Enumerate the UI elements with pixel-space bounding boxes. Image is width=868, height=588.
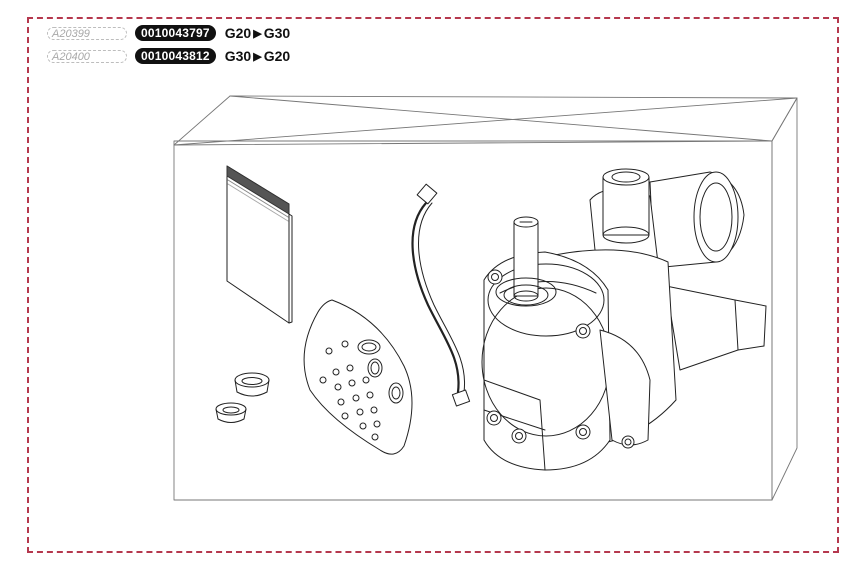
kit-row-2: A20400 0010043812 G30 ▶ G20 [47,48,290,64]
instruction-booklet-icon [226,165,293,324]
gas-valve-icon [481,168,767,471]
right-arrow-icon: ▶ [253,50,262,63]
right-arrow-icon: ▶ [253,27,262,40]
kit-ref-label: A20400 [47,49,127,63]
to-gas: G20 [263,48,291,64]
part-number-badge: 0010043812 [135,48,216,64]
kit-frame [27,17,839,553]
to-gas: G30 [263,25,291,41]
box-outline-icon [173,95,798,501]
gas-conversion: G30 ▶ G20 [225,48,290,64]
part-number-badge: 0010043797 [135,25,216,41]
washer-icon [215,402,247,423]
gas-conversion: G20 ▶ G30 [225,25,290,41]
from-gas: G30 [224,48,252,64]
kit-row-1: A20399 0010043797 G20 ▶ G30 [47,25,290,41]
screw-pack-icon [303,299,413,455]
from-gas: G20 [224,25,252,41]
washer-icon [234,372,270,397]
cable-icon [411,183,471,407]
kit-ref-label: A20399 [47,26,127,40]
